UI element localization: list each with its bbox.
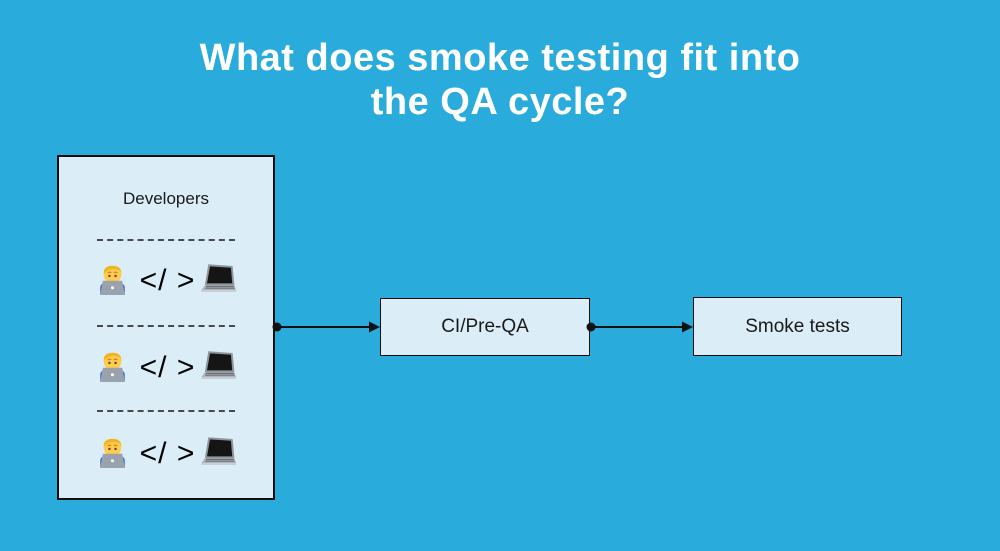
laptop-icon (197, 350, 237, 387)
developers-box: Developers </ > (57, 155, 275, 500)
man-technologist-icon (95, 263, 130, 300)
laptop-icon (197, 436, 237, 473)
arrow-developers-to-ci (272, 321, 380, 333)
laptop-icon (197, 263, 237, 300)
ci-pre-qa-label: CI/Pre-QA (441, 316, 529, 337)
smoke-tests-box: Smoke tests (693, 297, 902, 356)
code-brackets-text: </ > (139, 351, 196, 384)
man-technologist-icon (95, 436, 130, 473)
code-brackets-text: </ > (139, 264, 196, 297)
developer-row: </ > (59, 346, 273, 390)
developer-row: </ > (59, 432, 273, 476)
page-title: What does smoke testing fit into the QA … (0, 36, 1000, 124)
developers-box-label: Developers (123, 189, 209, 208)
dashed-divider (97, 239, 235, 241)
developer-row: </ > (59, 259, 273, 303)
dashed-divider (97, 325, 235, 327)
page-title-line-2: the QA cycle? (370, 81, 630, 123)
page-title-line-1: What does smoke testing fit into (199, 37, 801, 79)
dashed-divider (97, 410, 235, 412)
arrow-ci-to-smoke (586, 321, 693, 333)
man-technologist-icon (95, 350, 130, 387)
smoke-tests-label: Smoke tests (745, 315, 850, 337)
code-brackets-text: </ > (139, 437, 196, 470)
ci-pre-qa-box: CI/Pre-QA (380, 298, 590, 356)
